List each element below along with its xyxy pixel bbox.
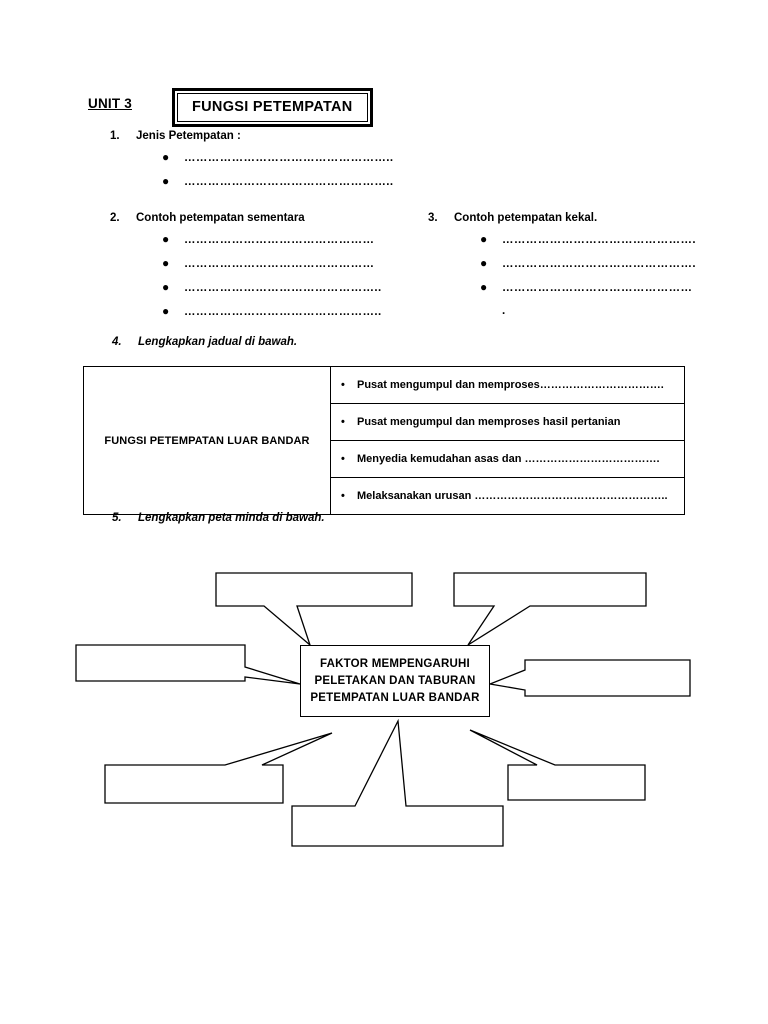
blank-line[interactable]: ● ………………………………………… <box>162 233 382 246</box>
blank-line[interactable]: ● …………………………………………. <box>480 257 696 270</box>
question-5-text: Lengkapkan peta minda di bawah. <box>138 512 325 524</box>
bullet-icon: ● <box>480 256 488 270</box>
dotted-answer-line: …………………………………………. <box>502 234 696 246</box>
dotted-answer-line: ………………………………………… <box>184 258 375 270</box>
question-2-text: Contoh petempatan sementara <box>136 212 305 224</box>
table-cell-item[interactable]: Pusat mengumpul dan memproses hasil pert… <box>330 403 685 441</box>
question-1: 1. Jenis Petempatan : ● ……………………………………………… <box>110 130 394 199</box>
title-box-inner: FUNGSI PETEMPATAN <box>177 93 368 122</box>
unit-label: UNIT 3 <box>88 96 132 111</box>
question-4-number: 4. <box>112 336 122 348</box>
bullet-icon: ● <box>162 174 170 188</box>
question-2-heading: 2. Contoh petempatan sementara <box>110 212 382 224</box>
bullet-icon: ● <box>480 280 488 294</box>
center-node-line: FAKTOR MEMPENGARUHI <box>320 657 470 670</box>
worksheet-header: UNIT 3 FUNGSI PETEMPATAN <box>88 88 688 128</box>
dotted-answer-line: ………………………………………….. <box>184 306 382 318</box>
dotted-answer-line: …………………………………………….. <box>184 152 394 164</box>
answer-box-bottom-right[interactable] <box>469 729 646 801</box>
bullet-icon: ● <box>162 256 170 270</box>
center-node-line: PETEMPATAN LUAR BANDAR <box>310 691 480 704</box>
bullet-icon: ● <box>162 232 170 246</box>
bullet-icon: ● <box>480 232 488 246</box>
mind-map: FAKTOR MEMPENGARUHI PELETAKAN DAN TABURA… <box>0 545 768 875</box>
dotted-answer-line: ………………………………………… <box>502 282 693 294</box>
blank-line[interactable]: ● ………………………………………… <box>162 257 382 270</box>
question-3-number: 3. <box>428 212 438 224</box>
question-5-number: 5. <box>112 512 122 524</box>
question-5: 5. Lengkapkan peta minda di bawah. <box>112 512 325 524</box>
table-cell-item[interactable]: Melaksanakan urusan …………………………………………….. <box>330 477 685 515</box>
blank-line[interactable]: ● ………………………………………….. <box>162 305 382 318</box>
blank-line[interactable]: ● …………………………………………. <box>480 233 696 246</box>
question-3-text: Contoh petempatan kekal. <box>454 212 598 224</box>
question-1-blanks: ● …………………………………………….. ● …………………………………………… <box>110 151 394 188</box>
question-1-text: Jenis Petempatan : <box>136 130 241 142</box>
question-2-number: 2. <box>110 212 120 224</box>
blank-line[interactable]: ● …………………………………………….. <box>162 175 394 188</box>
bullet-icon: ● <box>162 150 170 164</box>
question-3-blanks: ● …………………………………………. ● …………………………………………. … <box>428 233 696 317</box>
table-cell-item[interactable]: Pusat mengumpul dan memproses……………………………… <box>330 366 685 404</box>
dotted-answer-line: …………………………………………….. <box>184 176 394 188</box>
mind-map-callouts <box>75 572 691 847</box>
table-cell-item[interactable]: Menyedia kemudahan asas dan ………………………………… <box>330 440 685 478</box>
question-3: 3. Contoh petempatan kekal. ● ……………………………… <box>428 212 696 317</box>
center-node-line: PELETAKAN DAN TABURAN <box>314 674 476 687</box>
answer-box-right[interactable] <box>487 659 691 697</box>
table-row: Melaksanakan urusan …………………………………………….. <box>84 477 685 515</box>
blank-line[interactable]: ● ………………………………………… <box>480 281 696 294</box>
question-1-number: 1. <box>110 130 120 142</box>
question-2-blanks: ● ………………………………………… ● ………………………………………… ● … <box>110 233 382 318</box>
answer-box-top-right[interactable] <box>453 572 647 646</box>
question-5-heading: 5. Lengkapkan peta minda di bawah. <box>112 512 325 524</box>
answer-box-bottom-center[interactable] <box>291 718 504 847</box>
table-row-label: FUNGSI PETEMPATAN LUAR BANDAR <box>83 366 331 515</box>
question-4: 4. Lengkapkan jadual di bawah. <box>112 336 297 348</box>
blank-line[interactable]: ● …………………………………………….. <box>162 151 394 164</box>
answer-box-top-left[interactable] <box>215 572 413 647</box>
answer-box-left[interactable] <box>75 644 301 685</box>
bullet-icon: ● <box>162 304 170 318</box>
bullet-icon: ● <box>162 280 170 294</box>
functions-table: FUNGSI PETEMPATAN LUAR BANDAR Pusat meng… <box>83 366 685 515</box>
table-row: Menyedia kemudahan asas dan ………………………………… <box>84 440 685 478</box>
dotted-answer-line: ………………………………………….. <box>184 282 382 294</box>
question-2: 2. Contoh petempatan sementara ● ……………………… <box>110 212 382 329</box>
page-title: FUNGSI PETEMPATAN <box>192 99 353 115</box>
trailing-period: . <box>502 305 506 317</box>
question-4-heading: 4. Lengkapkan jadual di bawah. <box>112 336 297 348</box>
dotted-answer-line: ………………………………………… <box>184 234 375 246</box>
table-row: Pusat mengumpul dan memproses hasil pert… <box>84 403 685 441</box>
blank-line[interactable]: ● ………………………………………….. <box>162 281 382 294</box>
table-row: FUNGSI PETEMPATAN LUAR BANDAR Pusat meng… <box>83 366 685 515</box>
question-3-heading: 3. Contoh petempatan kekal. <box>428 212 696 224</box>
mind-map-center-node: FAKTOR MEMPENGARUHI PELETAKAN DAN TABURA… <box>300 645 490 717</box>
title-box: FUNGSI PETEMPATAN <box>172 88 373 127</box>
dotted-answer-line: …………………………………………. <box>502 258 696 270</box>
question-1-heading: 1. Jenis Petempatan : <box>110 130 394 142</box>
question-4-text: Lengkapkan jadual di bawah. <box>138 336 298 348</box>
answer-box-bottom-left[interactable] <box>104 732 333 804</box>
